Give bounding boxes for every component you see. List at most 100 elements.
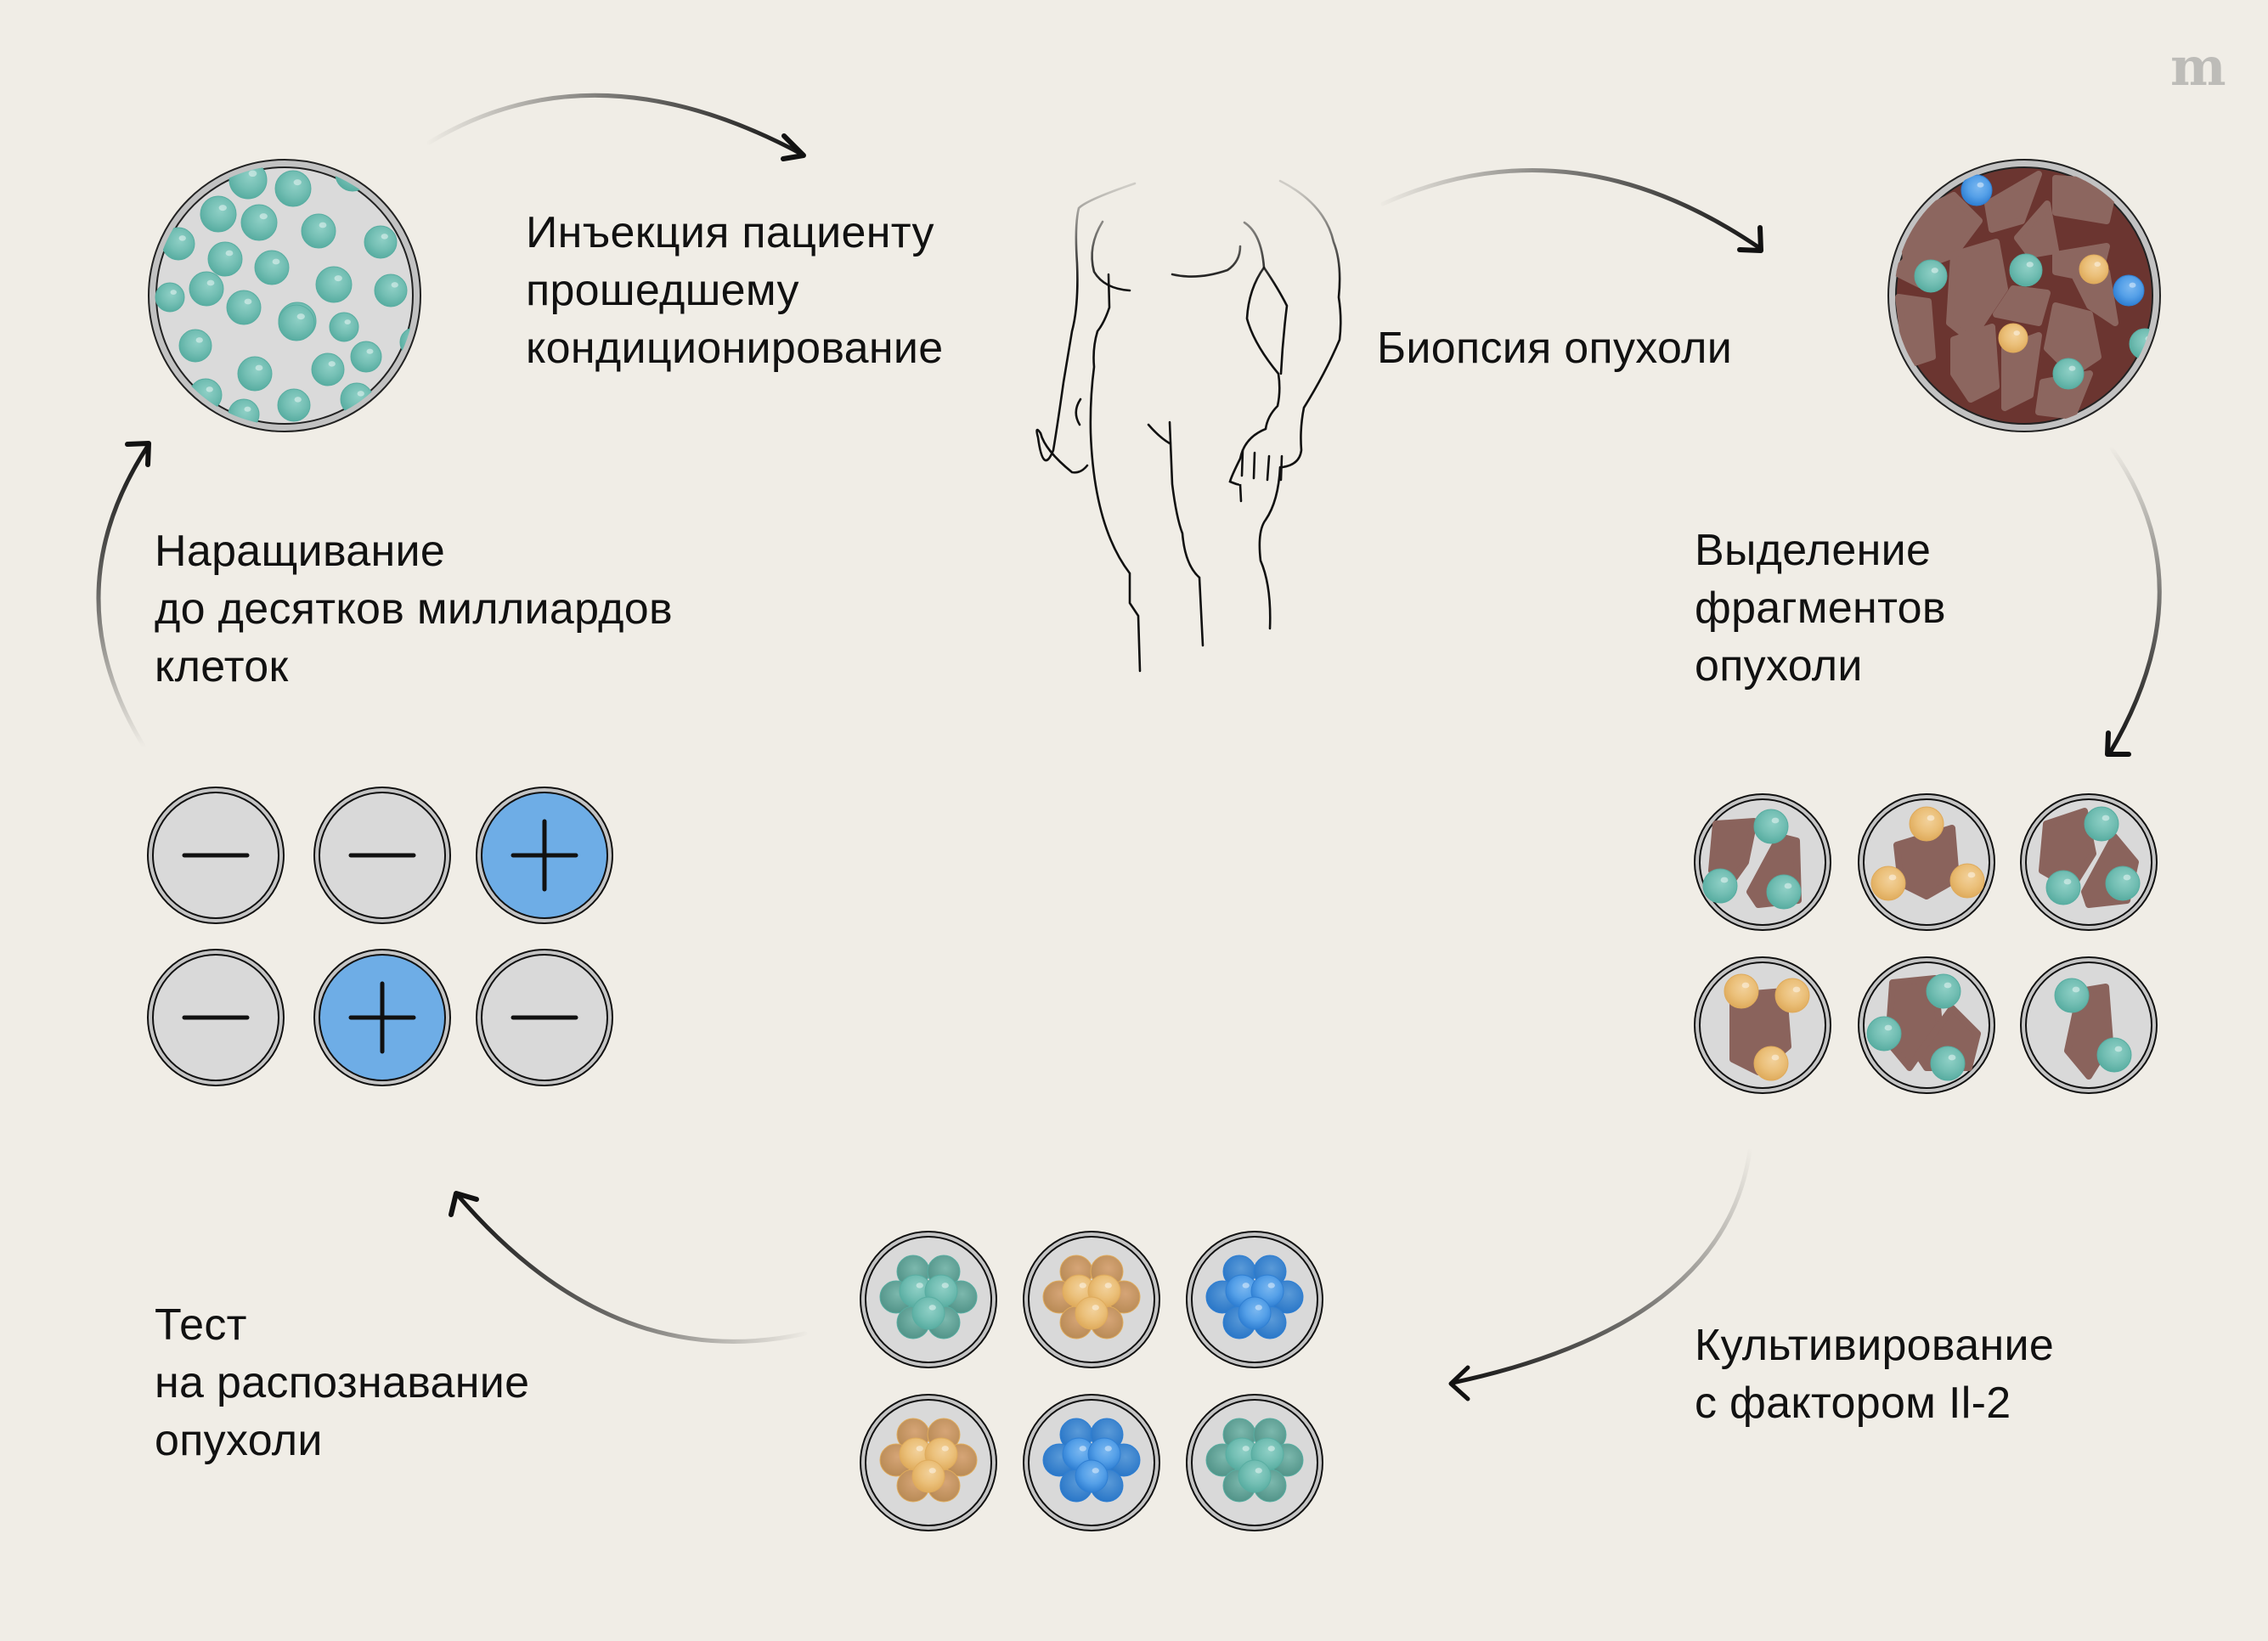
label-line: фрагментов	[1695, 584, 1946, 633]
tcell	[278, 304, 315, 341]
fragment-dish	[2020, 956, 2158, 1094]
label-line: клеток	[155, 642, 289, 691]
cluster-cell	[1238, 1459, 1272, 1493]
fragment-dish	[1694, 956, 1831, 1094]
tcell	[374, 274, 408, 307]
culture-dish-blue	[1023, 1394, 1160, 1531]
label-line: Биопсия опухоли	[1377, 324, 1733, 373]
tcell	[189, 271, 224, 307]
tcell	[329, 312, 359, 342]
test-well-negative: —	[147, 787, 285, 924]
tissue-fragment	[1950, 324, 2000, 403]
lymphocyte	[1909, 806, 1944, 842]
lymphocyte	[2084, 806, 2119, 842]
label-line: Тест	[155, 1300, 247, 1350]
tissue-fragment	[1946, 239, 2008, 343]
tissue-fragment	[1984, 171, 2042, 233]
step-biopsy-label: Биопсия опухоли	[1377, 319, 1732, 377]
lymphocyte	[1753, 809, 1789, 844]
lymphocyte	[1949, 863, 1985, 899]
lymphocyte	[1766, 874, 1802, 910]
lymphocyte	[1724, 973, 1759, 1009]
well-symbol: —	[544, 1119, 545, 1120]
label-line: прошедшему	[526, 266, 799, 315]
label-line: опухоли	[1695, 641, 1863, 691]
arrow-expansion	[96, 441, 151, 750]
label-line: Наращивание	[155, 527, 446, 576]
tumor-cell	[2009, 253, 2043, 287]
arrow-injection	[426, 93, 806, 161]
tcell	[226, 290, 262, 325]
label-line: на распознавание	[155, 1358, 530, 1407]
label-line: опухоли	[155, 1416, 323, 1465]
well-symbol: —	[216, 1119, 217, 1120]
lymphocyte	[1930, 1046, 1966, 1081]
tissue-fragment	[1993, 285, 2051, 326]
tcell	[315, 266, 353, 303]
cell-cluster	[1042, 1418, 1141, 1503]
label-line: до десятков миллиардов	[155, 584, 673, 634]
tumor-cell	[1914, 259, 1948, 293]
label-line: Инъекция пациенту	[526, 208, 934, 257]
step-fragments-label: Выделение фрагментов опухоли	[1695, 522, 1946, 695]
tcell	[237, 356, 273, 392]
cell-cluster	[1205, 1418, 1304, 1503]
test-well-negative: —	[147, 949, 285, 1120]
tcell	[155, 282, 185, 313]
lymphocyte	[2096, 1037, 2132, 1073]
culture-dish-orange	[860, 1394, 997, 1531]
lymphocyte	[2045, 870, 2081, 905]
label-line: Выделение	[1695, 526, 1932, 575]
cell-cluster	[879, 1255, 978, 1339]
publisher-logo: m	[2170, 36, 2226, 98]
arrow-culture	[1448, 1148, 1752, 1401]
fragment-dish	[1858, 793, 1995, 931]
fragment-dish	[1694, 793, 1831, 931]
tissue-fragment	[2014, 200, 2059, 258]
arrow-biopsy	[1380, 167, 1763, 253]
test-well-negative: —	[313, 787, 451, 924]
cluster-cell	[911, 1296, 945, 1330]
cluster-cell	[1238, 1296, 1272, 1330]
lymphocyte	[1774, 978, 1810, 1013]
tcell	[350, 341, 382, 373]
tcell	[364, 225, 398, 259]
label-line: кондиционирование	[526, 324, 944, 373]
tcell	[207, 241, 243, 277]
step-culture-label: Культивирование с фактором Il-2	[1695, 1317, 2054, 1432]
fragment-dish	[2020, 793, 2158, 931]
cluster-cell	[911, 1459, 945, 1493]
culture-dish-blue	[1186, 1231, 1323, 1368]
test-well-positive: +	[313, 949, 451, 1120]
tcell	[277, 388, 311, 422]
cluster-cell	[1075, 1459, 1109, 1493]
lymphocyte	[1866, 1016, 1902, 1052]
tumor-cell	[2052, 358, 2085, 390]
lymphocyte	[1702, 868, 1738, 904]
label-line: с фактором Il-2	[1695, 1379, 2011, 1428]
step-test-label: Тест на распознавание опухоли	[155, 1296, 529, 1469]
tissue-fragment	[1895, 294, 1936, 369]
tumor-biopsy-dish	[1887, 159, 2161, 432]
culture-dish-orange	[1023, 1231, 1160, 1368]
cell-cluster	[1042, 1255, 1141, 1339]
lymphocyte	[1753, 1046, 1789, 1081]
tcell	[240, 204, 278, 241]
cell-cluster	[879, 1418, 978, 1503]
lymphocyte	[2105, 866, 2141, 901]
tissue-fragment	[2052, 175, 2118, 224]
tumor-cell	[2113, 274, 2145, 307]
tcell	[301, 213, 336, 249]
step-injection-label: Инъекция пациенту прошедшему кондиционир…	[526, 204, 943, 377]
expanded-tcells-dish	[148, 159, 421, 432]
tissue-fragment	[2044, 302, 2102, 377]
tcell	[254, 250, 290, 285]
well-symbol: +	[382, 1119, 383, 1120]
tcell	[200, 195, 237, 233]
tcell	[178, 329, 212, 363]
culture-dish-teal	[1186, 1394, 1323, 1531]
tcell	[161, 227, 195, 261]
tissue-fragment	[2039, 808, 2096, 891]
tumor-cell	[1998, 323, 2028, 353]
